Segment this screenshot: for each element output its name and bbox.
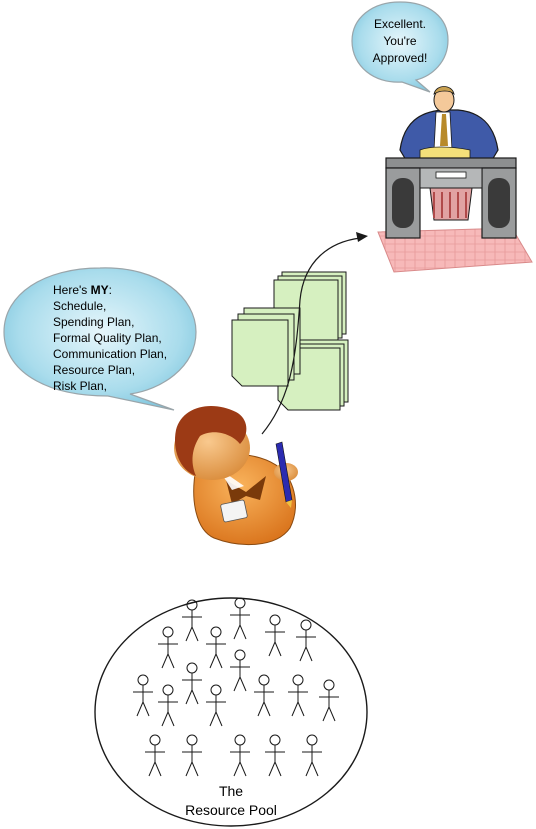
stick-figure [158, 626, 178, 669]
stick-figure [206, 684, 226, 727]
pm-hair [174, 406, 247, 476]
submission-arrow [261, 232, 368, 435]
pm-bubble-item-2: Spending Plan, [53, 315, 134, 329]
pm-bubble-item-3: Formal Quality Plan, [53, 331, 162, 345]
pm-bubble-intro-bold: MY [91, 283, 109, 297]
pm-bubble-intro-text: Here's [53, 283, 91, 297]
stick-figure [265, 734, 285, 777]
project-manager-illustration [174, 406, 298, 546]
stick-figure [265, 614, 285, 657]
resource-pool-label-line-1: The [219, 783, 243, 799]
stick-figure [296, 619, 316, 662]
stick-figure [133, 674, 153, 717]
project-manager-speech-bubble: Here's MY: Schedule, Spending Plan, Form… [3, 267, 197, 411]
stick-figure [145, 734, 165, 777]
pm-bubble-item-6: Risk Plan, [53, 379, 107, 393]
pm-bubble-item-4: Communication Plan, [53, 347, 167, 361]
stick-figure [182, 599, 202, 642]
stick-figure [230, 649, 250, 692]
rug-shape [377, 227, 533, 273]
manager-bubble-line-3: Approved! [373, 51, 428, 65]
manager-desk [385, 157, 517, 239]
stick-figure [182, 662, 202, 705]
stick-figure [302, 734, 322, 777]
pm-bubble-intro-colon: : [109, 283, 112, 297]
pm-badge [220, 499, 248, 523]
stick-figure [319, 679, 339, 722]
pm-bubble-item-5: Resource Plan, [53, 363, 135, 377]
manager-bubble-line-1: Excellent. [374, 17, 426, 31]
manager-at-desk-illustration [377, 86, 533, 273]
stick-figure [230, 734, 250, 777]
pm-bubble-intro: Here's MY: [53, 283, 112, 297]
stick-figure [288, 674, 308, 717]
stick-figure [254, 674, 274, 717]
pm-bubble-item-1: Schedule, [53, 299, 106, 313]
pm-scarf [226, 476, 266, 504]
stick-figure [206, 626, 226, 669]
resource-pool-label-line-2: Resource Pool [185, 802, 277, 818]
plan-documents-stack [231, 271, 349, 411]
stick-figure [230, 597, 250, 640]
stick-figures-group [133, 597, 339, 777]
manager-bubble-line-2: You're [383, 34, 417, 48]
manager-speech-bubble: Excellent. You're Approved! [351, 1, 449, 93]
resource-pool: The Resource Pool [94, 597, 368, 827]
resource-pool-ellipse [94, 597, 368, 827]
stick-figure [182, 734, 202, 777]
stick-figure [158, 684, 178, 727]
